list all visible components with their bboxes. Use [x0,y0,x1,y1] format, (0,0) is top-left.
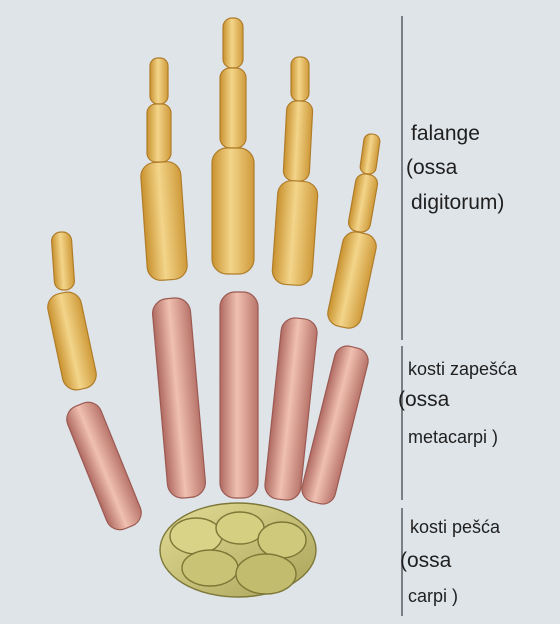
index-proximal-phalanx [140,161,188,282]
phalanges-label-line1: falange [411,120,480,147]
phalanges-label-line2: (ossa [406,154,457,181]
index-distal-phalanx [150,58,168,104]
little-middle-phalanx [347,173,379,234]
little-proximal-phalanx [325,230,378,331]
carpals-label-line2: (ossa [400,547,451,574]
middle-proximal-phalanx [212,148,254,274]
middle-middle-phalanx [220,68,246,148]
thumb-distal-phalanx [51,231,75,290]
little-distal-phalanx [359,133,380,175]
metacarpals-label-line3: metacarpi ) [408,424,498,450]
middle-distal-phalanx [223,18,243,68]
carpal-bone-c [258,522,306,558]
thumb-proximal-phalanx [45,290,99,393]
phalanges-group [45,18,381,392]
carpals-label-line1: kosti pešća [410,514,500,540]
carpal-bone-e [236,554,296,594]
carpal-bone-d [182,550,238,586]
index-middle-phalanx [147,104,171,162]
metacarpal-2 [151,297,206,500]
metacarpal-1 [63,398,146,534]
ring-proximal-phalanx [271,180,318,287]
metacarpal-3 [220,292,258,498]
carpals-label-line3: carpi ) [408,583,458,609]
carpal-bone-b [216,512,264,544]
ring-distal-phalanx [291,57,309,101]
metacarpals-label-line1: kosti zapešća [408,356,517,382]
metacarpals-group [63,292,371,534]
phalanges-label-line3: digitorum) [411,189,504,216]
carpal-bone-a [170,518,222,554]
metacarpals-label-line2: (ossa [398,386,449,413]
carpals-group [160,503,316,597]
ring-middle-phalanx [283,100,313,181]
